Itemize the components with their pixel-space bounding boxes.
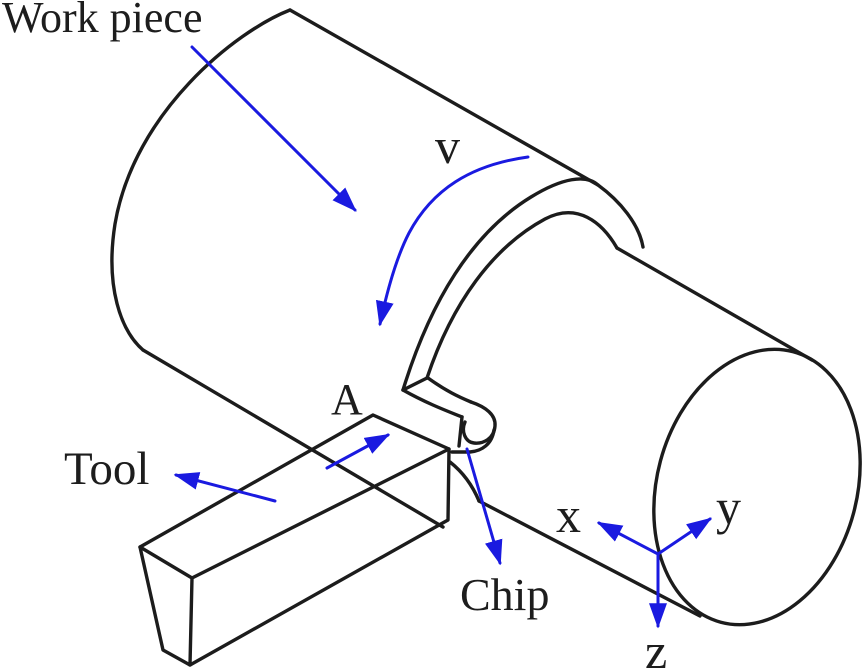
chip-outline [401, 376, 497, 454]
machined-end-face-ellipse [652, 347, 862, 627]
workpiece-label: Work piece [2, 0, 202, 42]
workpiece-bottom-edge [141, 348, 445, 529]
x-axis-arrow [596, 521, 660, 556]
rotation-arrow [375, 155, 530, 327]
shoulder-outer-arc [401, 177, 645, 392]
diagram-labels: Work piece v A Tool Chip x y z [2, 0, 741, 671]
tool-pointer-arrow [173, 472, 277, 503]
velocity-label: v [435, 118, 460, 174]
machined-top-edge [615, 246, 814, 362]
chip-lower-edge [401, 388, 464, 419]
workpiece-pointer-arrow [190, 45, 357, 212]
shoulder-inner-arc [425, 211, 619, 380]
feed-arrow [325, 433, 391, 470]
workpiece-outline [110, 8, 645, 529]
y-axis-label: y [716, 479, 741, 535]
chip-flow-arrow [465, 447, 503, 566]
annotation-arrows [173, 45, 530, 566]
machined-bottom-edge [477, 499, 702, 618]
tool-inner-edges [138, 447, 451, 667]
tool-outline [138, 413, 451, 667]
shoulder-bottom-edge [401, 376, 429, 392]
workpiece-left-end-arc [110, 8, 292, 352]
tool-silhouette [138, 413, 451, 667]
chip-upper-edge [426, 376, 473, 404]
tool-label: Tool [64, 443, 150, 495]
chip-label: Chip [460, 569, 549, 620]
machined-section-outline [448, 246, 862, 627]
chip-curl [461, 400, 497, 445]
z-axis-label: z [645, 623, 667, 671]
point-a-label: A [331, 375, 363, 424]
y-axis-arrow [656, 517, 712, 556]
x-axis-label: x [556, 487, 581, 543]
cut-surface-arc [448, 460, 481, 503]
chip-front-edges [450, 415, 496, 454]
axis-triad [596, 517, 712, 629]
workpiece-top-edge [288, 8, 600, 187]
